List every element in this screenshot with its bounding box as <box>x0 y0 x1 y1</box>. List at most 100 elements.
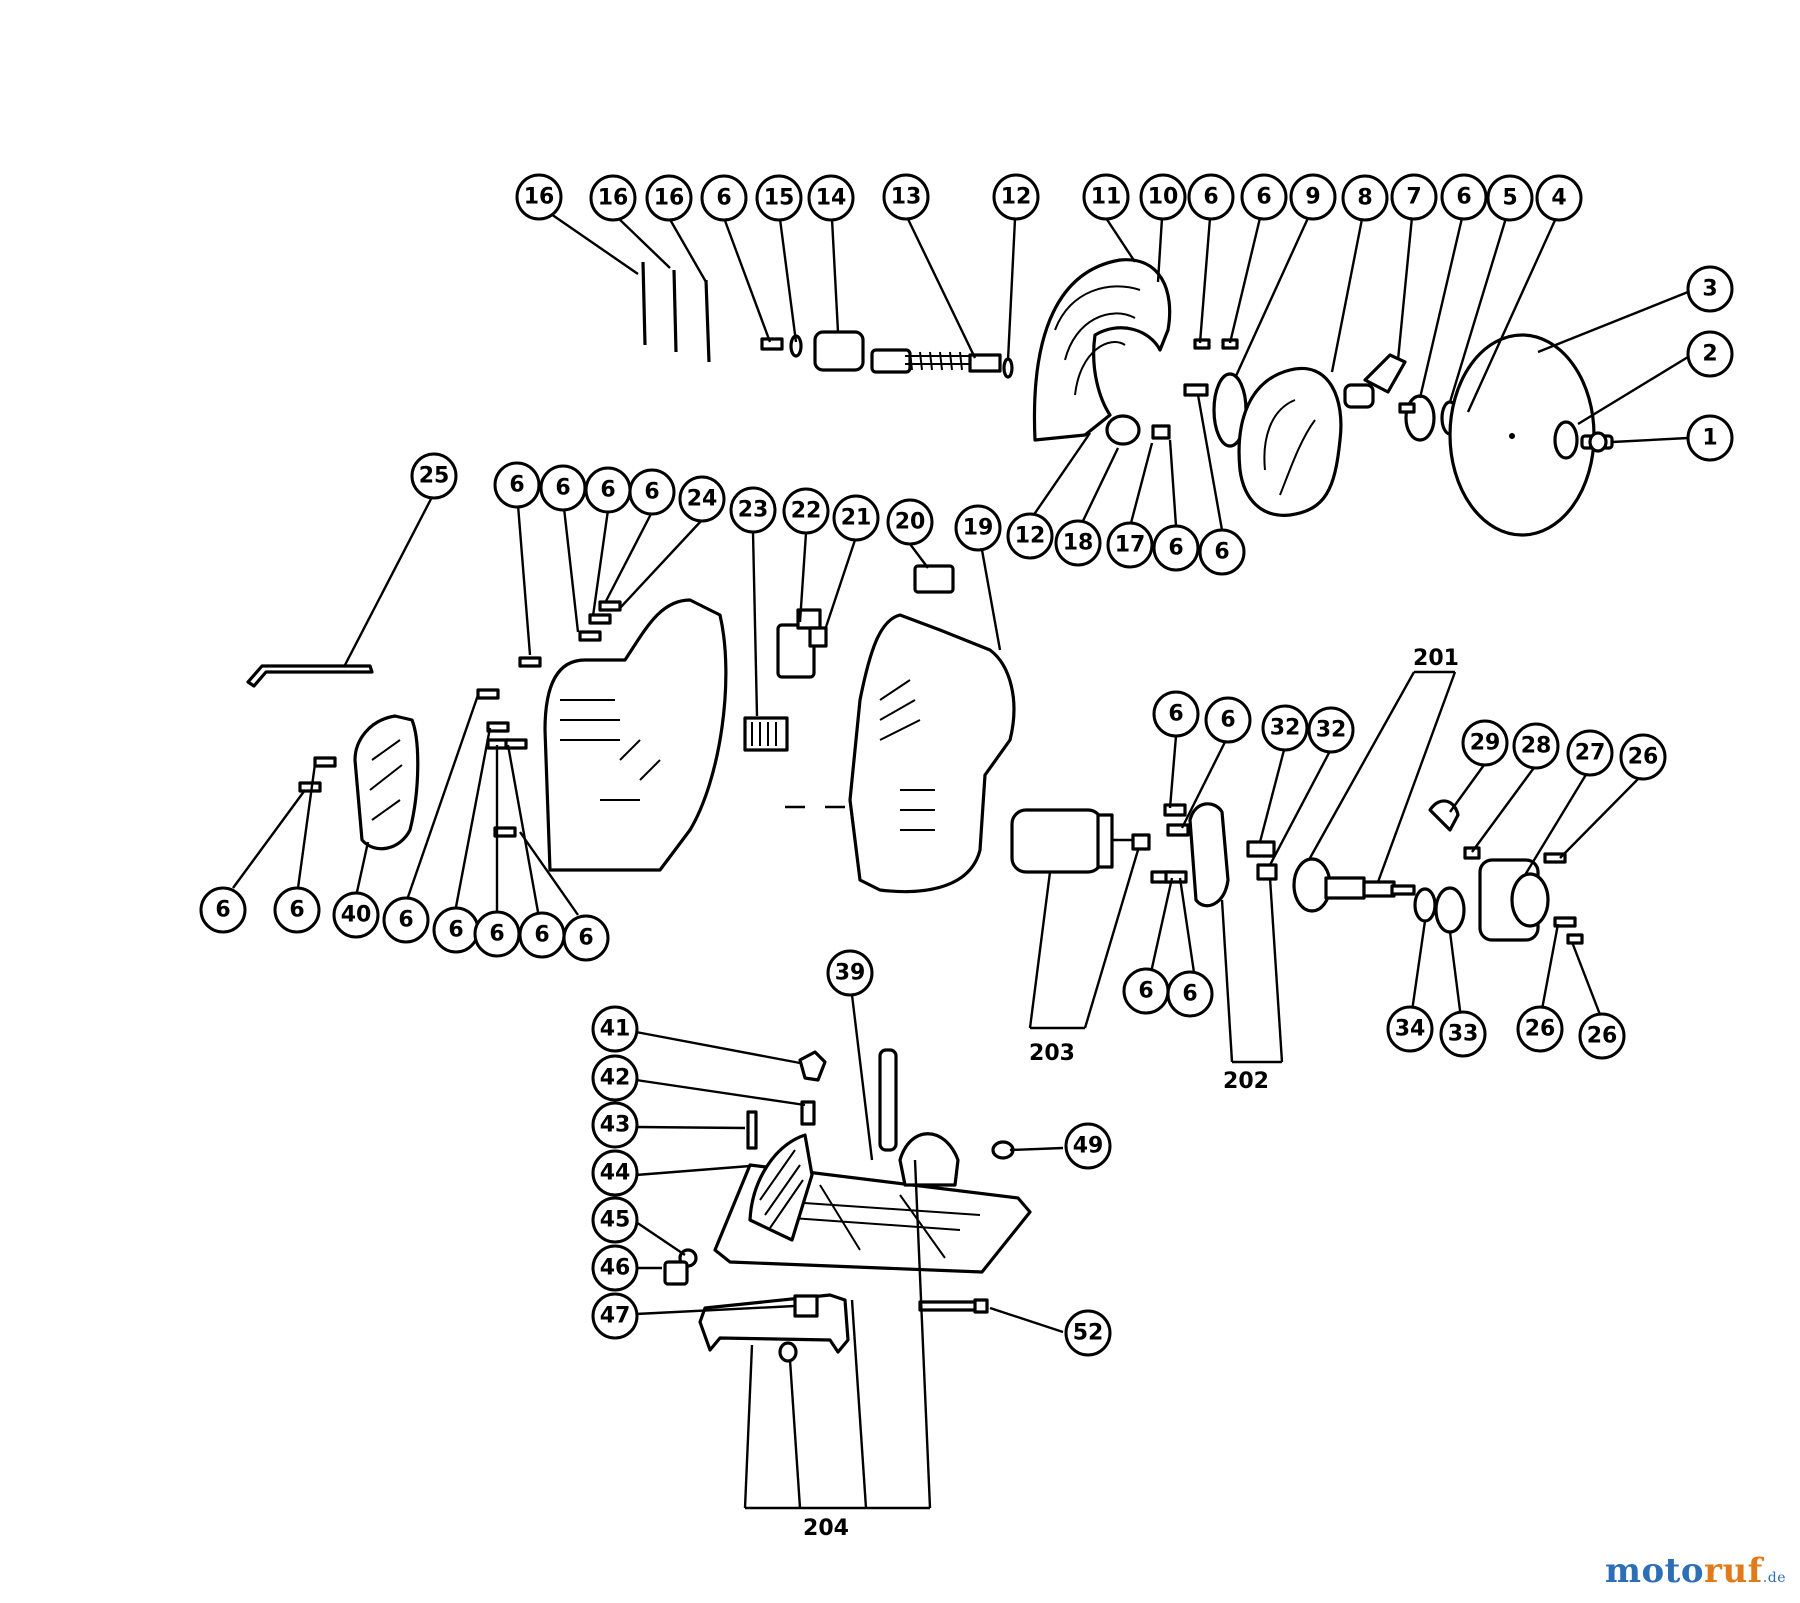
svg-text:6: 6 <box>1214 540 1229 565</box>
svg-text:6: 6 <box>1138 979 1153 1004</box>
watermark-part-2: ruf <box>1704 1551 1763 1591</box>
callout-34: 34 <box>1386 1005 1434 1053</box>
callout-33: 33 <box>1439 1010 1487 1058</box>
svg-text:16: 16 <box>654 186 685 211</box>
svg-text:8: 8 <box>1357 186 1372 211</box>
svg-text:26: 26 <box>1587 1024 1618 1049</box>
callout-6: 6 <box>432 906 480 954</box>
svg-text:6: 6 <box>215 898 230 923</box>
svg-text:16: 16 <box>524 185 555 210</box>
callout-17: 17 <box>1106 521 1154 569</box>
svg-text:42: 42 <box>600 1066 631 1091</box>
group-label-202: 202 <box>1223 1069 1269 1094</box>
callout-2: 2 <box>1686 330 1734 378</box>
svg-text:6: 6 <box>555 476 570 501</box>
callout-46: 46 <box>591 1244 639 1292</box>
housing-motor-assembly <box>246 564 1584 945</box>
group-label-201: 201 <box>1413 646 1459 671</box>
svg-text:26: 26 <box>1628 745 1659 770</box>
callout-10: 10 <box>1139 173 1187 221</box>
callout-6: 6 <box>628 468 676 516</box>
callout-6: 6 <box>1440 173 1488 221</box>
callout-29: 29 <box>1461 719 1509 767</box>
svg-text:9: 9 <box>1305 185 1320 210</box>
group-labels: 201 202 203 204 <box>803 646 1459 1541</box>
svg-text:34: 34 <box>1395 1017 1426 1042</box>
svg-text:6: 6 <box>534 923 549 948</box>
svg-text:32: 32 <box>1316 718 1347 743</box>
svg-text:40: 40 <box>341 903 372 928</box>
callout-6: 6 <box>1152 690 1200 738</box>
svg-text:4: 4 <box>1551 186 1566 211</box>
watermark-part-3: .de <box>1762 1570 1786 1586</box>
callout-16: 16 <box>645 174 693 222</box>
svg-text:6: 6 <box>1182 982 1197 1007</box>
svg-text:6: 6 <box>1203 185 1218 210</box>
svg-text:6: 6 <box>398 908 413 933</box>
callout-44: 44 <box>591 1149 639 1197</box>
callout-9: 9 <box>1289 173 1337 221</box>
callout-23: 23 <box>729 486 777 534</box>
blade-guard-assembly <box>641 258 1614 537</box>
callout-41: 41 <box>591 1005 639 1053</box>
svg-text:32: 32 <box>1270 716 1301 741</box>
callout-12: 12 <box>992 173 1040 221</box>
svg-text:15: 15 <box>764 186 795 211</box>
callout-52: 52 <box>1064 1309 1112 1357</box>
callout-25: 25 <box>410 452 458 500</box>
svg-text:10: 10 <box>1148 185 1179 210</box>
callout-6: 6 <box>518 911 566 959</box>
svg-text:27: 27 <box>1575 741 1606 766</box>
svg-text:46: 46 <box>600 1256 631 1281</box>
callout-14: 14 <box>807 174 855 222</box>
svg-text:6: 6 <box>1220 708 1235 733</box>
callout-6: 6 <box>1240 173 1288 221</box>
callout-32: 32 <box>1261 704 1309 752</box>
svg-text:19: 19 <box>963 516 994 541</box>
callout-8: 8 <box>1341 174 1389 222</box>
callout-1: 1 <box>1686 414 1734 462</box>
callout-27: 27 <box>1566 729 1614 777</box>
svg-text:3: 3 <box>1702 277 1717 302</box>
callout-6: 6 <box>199 886 247 934</box>
callout-5: 5 <box>1486 174 1534 222</box>
group-label-204: 204 <box>803 1516 849 1541</box>
callout-6: 6 <box>382 896 430 944</box>
callouts: 16 16 16 6 15 14 13 12 11 10 6 6 9 8 7 6… <box>199 173 1734 1357</box>
base-plate-assembly <box>663 1048 1032 1363</box>
watermark-logo: motoruf.de <box>1605 1551 1786 1591</box>
callout-6: 6 <box>493 461 541 509</box>
svg-text:29: 29 <box>1470 731 1501 756</box>
svg-text:6: 6 <box>509 473 524 498</box>
callout-43: 43 <box>591 1101 639 1149</box>
callout-6: 6 <box>473 910 521 958</box>
callout-16: 16 <box>589 174 637 222</box>
svg-text:6: 6 <box>716 186 731 211</box>
callout-11: 11 <box>1082 173 1130 221</box>
callout-3: 3 <box>1686 265 1734 313</box>
svg-text:7: 7 <box>1406 185 1421 210</box>
svg-text:13: 13 <box>891 185 922 210</box>
callout-6: 6 <box>1204 696 1252 744</box>
svg-text:17: 17 <box>1115 533 1146 558</box>
svg-text:6: 6 <box>1256 185 1271 210</box>
callout-6: 6 <box>1187 173 1235 221</box>
svg-text:41: 41 <box>600 1017 631 1042</box>
callout-26: 26 <box>1578 1012 1626 1060</box>
callout-28: 28 <box>1512 722 1560 770</box>
svg-text:6: 6 <box>600 478 615 503</box>
svg-text:52: 52 <box>1073 1321 1104 1346</box>
svg-text:44: 44 <box>600 1161 631 1186</box>
callout-22: 22 <box>782 487 830 535</box>
svg-text:6: 6 <box>1456 185 1471 210</box>
callout-47: 47 <box>591 1292 639 1340</box>
svg-text:22: 22 <box>791 499 822 524</box>
svg-text:5: 5 <box>1502 186 1517 211</box>
callout-49: 49 <box>1064 1122 1112 1170</box>
callout-24: 24 <box>678 475 726 523</box>
svg-text:24: 24 <box>687 487 718 512</box>
callout-45: 45 <box>591 1196 639 1244</box>
callout-39: 39 <box>826 949 874 997</box>
callout-19: 19 <box>954 504 1002 552</box>
svg-text:2: 2 <box>1702 342 1717 367</box>
